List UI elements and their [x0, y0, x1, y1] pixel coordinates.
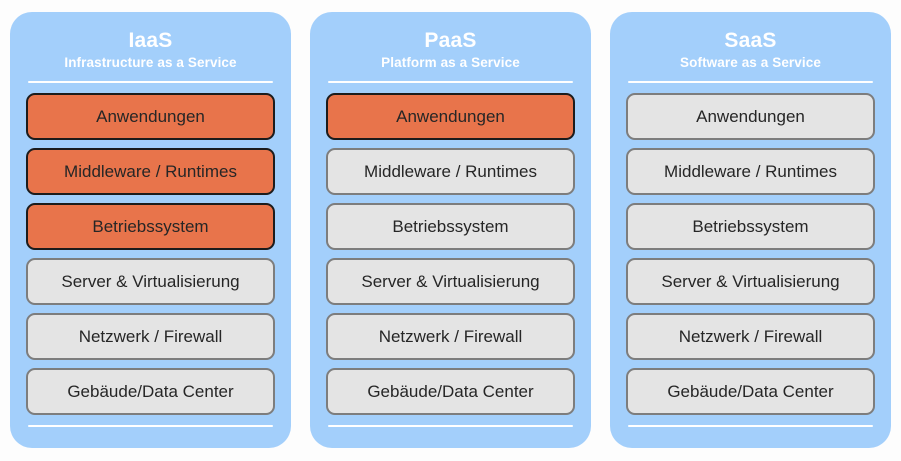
layer-anwendungen-iaas[interactable]: Anwendungen: [26, 93, 275, 140]
layer-netzwerk-firewall-paas[interactable]: Netzwerk / Firewall: [326, 313, 575, 360]
panel-header-saas: SaaS Software as a Service: [626, 24, 875, 72]
panel-iaas: IaaS Infrastructure as a Service Anwendu…: [10, 12, 291, 448]
layer-betriebssystem-paas[interactable]: Betriebssystem: [326, 203, 575, 250]
layer-netzwerk-firewall-saas[interactable]: Netzwerk / Firewall: [626, 313, 875, 360]
header-divider-paas: [328, 81, 573, 83]
panel-spacer-iaas: [26, 427, 275, 438]
panel-header-paas: PaaS Platform as a Service: [326, 24, 575, 72]
panel-paas: PaaS Platform as a Service Anwendungen M…: [310, 12, 591, 448]
panel-title-iaas: IaaS: [128, 29, 173, 52]
footer-divider-saas: [628, 425, 873, 427]
panel-subtitle-saas: Software as a Service: [680, 55, 821, 70]
panel-title-saas: SaaS: [724, 29, 777, 52]
layer-gebaeude-data-center-paas[interactable]: Gebäude/Data Center: [326, 368, 575, 415]
layer-middleware-runtimes-saas[interactable]: Middleware / Runtimes: [626, 148, 875, 195]
layer-server-virtualisierung-paas[interactable]: Server & Virtualisierung: [326, 258, 575, 305]
layer-server-virtualisierung-iaas[interactable]: Server & Virtualisierung: [26, 258, 275, 305]
layer-anwendungen-saas[interactable]: Anwendungen: [626, 93, 875, 140]
panel-spacer-paas: [326, 427, 575, 438]
footer-divider-iaas: [28, 425, 273, 427]
panel-subtitle-iaas: Infrastructure as a Service: [64, 55, 237, 70]
layer-stack-saas: Anwendungen Middleware / Runtimes Betrie…: [626, 93, 875, 415]
layer-middleware-runtimes-iaas[interactable]: Middleware / Runtimes: [26, 148, 275, 195]
header-divider-saas: [628, 81, 873, 83]
layer-middleware-runtimes-paas[interactable]: Middleware / Runtimes: [326, 148, 575, 195]
panel-subtitle-paas: Platform as a Service: [381, 55, 520, 70]
footer-divider-paas: [328, 425, 573, 427]
layer-server-virtualisierung-saas[interactable]: Server & Virtualisierung: [626, 258, 875, 305]
layer-anwendungen-paas[interactable]: Anwendungen: [326, 93, 575, 140]
panel-title-paas: PaaS: [424, 29, 477, 52]
layer-betriebssystem-saas[interactable]: Betriebssystem: [626, 203, 875, 250]
panel-saas: SaaS Software as a Service Anwendungen M…: [610, 12, 891, 448]
layer-betriebssystem-iaas[interactable]: Betriebssystem: [26, 203, 275, 250]
layer-gebaeude-data-center-saas[interactable]: Gebäude/Data Center: [626, 368, 875, 415]
layer-stack-iaas: Anwendungen Middleware / Runtimes Betrie…: [26, 93, 275, 415]
layer-gebaeude-data-center-iaas[interactable]: Gebäude/Data Center: [26, 368, 275, 415]
panel-header-iaas: IaaS Infrastructure as a Service: [26, 24, 275, 72]
panel-spacer-saas: [626, 427, 875, 438]
layer-stack-paas: Anwendungen Middleware / Runtimes Betrie…: [326, 93, 575, 415]
layer-netzwerk-firewall-iaas[interactable]: Netzwerk / Firewall: [26, 313, 275, 360]
header-divider-iaas: [28, 81, 273, 83]
